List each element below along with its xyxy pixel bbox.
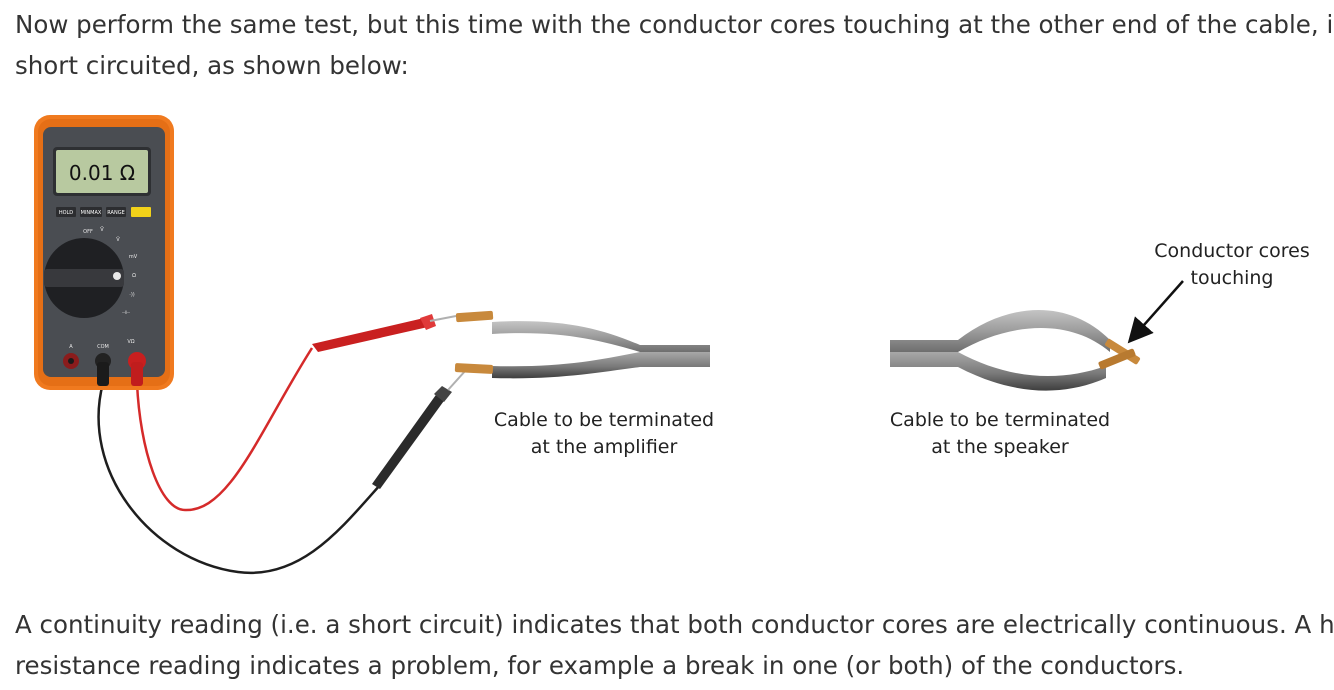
amp-caption-line-1: Cable to be terminated — [494, 409, 714, 431]
svg-text:Ω: Ω — [132, 273, 136, 279]
intro-line-2: short circuited, as shown below: — [15, 51, 409, 80]
lcd-display — [56, 150, 148, 193]
annotation-line-1: Conductor cores — [1154, 240, 1309, 262]
lcd-reading: 0.01 Ω — [69, 161, 135, 185]
annotation-arrow — [1127, 280, 1184, 344]
svg-text:RANGE: RANGE — [107, 210, 124, 216]
black-plug — [97, 362, 109, 386]
svg-text:mV: mV — [129, 254, 138, 260]
outro-paragraph: A continuity reading (i.e. a short circu… — [15, 604, 1334, 686]
yellow-button — [131, 207, 151, 217]
svg-text:COM: COM — [97, 344, 109, 350]
intro-line-1: Now perform the same test, but this time… — [15, 10, 1334, 39]
svg-text:V̄: V̄ — [116, 236, 120, 243]
red-plug — [131, 362, 143, 386]
svg-text:MINMAX: MINMAX — [81, 210, 102, 216]
outro-line-2: resistance reading indicates a problem, … — [15, 651, 1185, 680]
svg-text:A: A — [69, 344, 73, 350]
outro-line-1: A continuity reading (i.e. a short circu… — [15, 610, 1334, 639]
intro-paragraph: Now perform the same test, but this time… — [15, 4, 1334, 86]
amp-upper-copper — [455, 310, 494, 323]
svg-text:·)): ·)) — [129, 292, 135, 298]
red-lead-wire — [135, 347, 314, 512]
annotation-line-2: touching — [1191, 267, 1274, 289]
svg-text:⊣⊢: ⊣⊢ — [122, 310, 131, 316]
speaker-caption-line-1: Cable to be terminated — [890, 409, 1110, 431]
multimeter: 0.01 Ω HOLD MINMAX RANGE OFF Ṽ V̄ mV Ω ·… — [34, 115, 174, 390]
svg-text:VΩ: VΩ — [127, 339, 134, 345]
speaker-lower-copper — [1098, 348, 1136, 370]
red-probe — [312, 314, 457, 352]
amp-lower-copper — [454, 363, 494, 374]
svg-text:Ṽ: Ṽ — [100, 226, 104, 233]
speaker-caption-line-2: at the speaker — [931, 436, 1069, 458]
range-button — [106, 207, 126, 217]
amp-caption-line-2: at the amplifier — [531, 436, 678, 458]
svg-text:OFF: OFF — [83, 229, 93, 235]
black-lead-wire — [97, 382, 381, 575]
speaker-upper-copper — [1105, 338, 1141, 365]
black-probe — [372, 369, 467, 489]
amplifier-end-cable — [454, 310, 710, 379]
minmax-button — [80, 207, 102, 217]
speaker-end-cable — [890, 310, 1141, 391]
dial-pointer — [113, 272, 121, 280]
hold-button — [56, 207, 76, 217]
svg-text:HOLD: HOLD — [59, 210, 73, 216]
